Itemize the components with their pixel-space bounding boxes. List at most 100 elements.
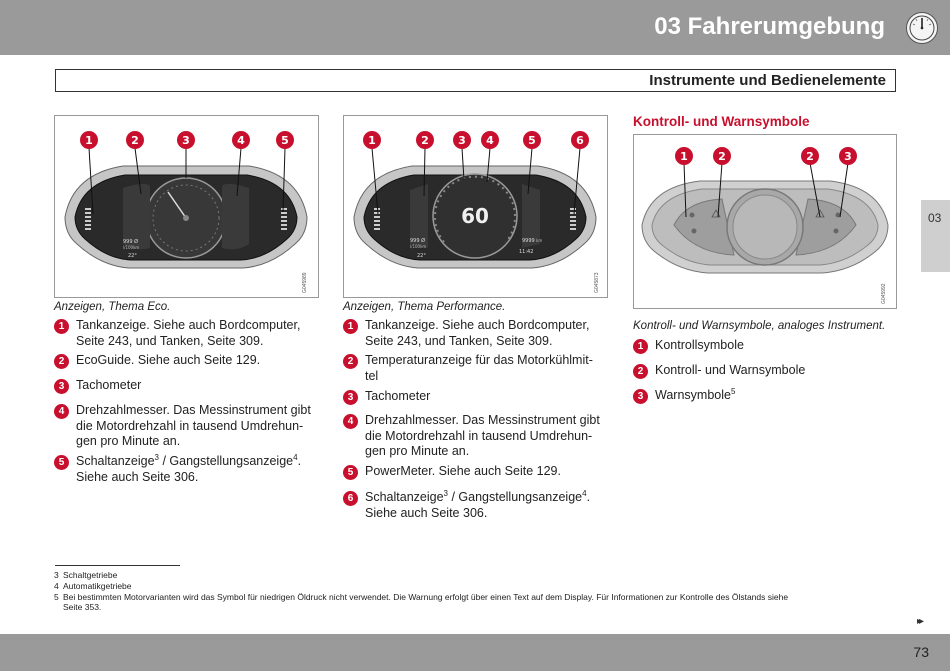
list-item: 1 Tankanzeige. Siehe auch Bordcomputer, … (54, 318, 300, 349)
list-item: 4 Drehzahlmesser. Das Messinstrument gib… (343, 413, 600, 460)
list-item: 2 Kontroll- und Warnsymbole (633, 363, 805, 379)
item-number: 3 (54, 379, 69, 394)
item-number: 3 (633, 389, 648, 404)
callout-1 (675, 147, 693, 165)
figure-performance-cluster: 60 999 Ø l/100km 22° 9999 km 11:42 1 2 3… (343, 115, 608, 298)
list-item: 1 Tankanzeige. Siehe auch Bordcomputer, … (343, 318, 589, 349)
callout-1 (363, 131, 381, 149)
item-number: 1 (54, 319, 69, 334)
item-text: PowerMeter. Siehe auch Seite 129. (365, 464, 561, 478)
item-number: 2 (343, 354, 358, 369)
callout-3-label: 3 (458, 134, 466, 147)
callout-4-label: 4 (237, 134, 245, 147)
odometer-unit: km (536, 238, 542, 243)
item-text: Tachometer (76, 378, 142, 392)
item-number: 2 (633, 364, 648, 379)
footer-band: 73 (0, 634, 950, 671)
temp-readout: 22° (417, 253, 426, 259)
callout-4 (481, 131, 499, 149)
callout-3-label: 3 (844, 150, 852, 163)
callout-3 (453, 131, 471, 149)
item-text: Drehzahlmesser. Das Messinstrument gibt … (76, 403, 311, 448)
warning-symbols-heading: Kontroll- und Warnsymbole (633, 114, 810, 129)
callout-6 (571, 131, 589, 149)
list-item: 3 Warnsymbole5 (633, 386, 736, 404)
chapter-tab[interactable]: 03 (921, 200, 950, 272)
item-number: 5 (343, 465, 358, 480)
callout-2a-label: 2 (718, 150, 726, 163)
temp-readout: 22° (128, 253, 137, 259)
fuel-readout: 999 Ø (410, 237, 425, 244)
eco-caption: Anzeigen, Thema Eco. (54, 301, 171, 313)
item-text: Drehzahlmesser. Das Messinstrument gibt … (365, 413, 600, 458)
fuel-unit: l/100km (410, 244, 426, 249)
callout-2b-label: 2 (806, 150, 814, 163)
callout-5 (276, 131, 294, 149)
item-number: 6 (343, 491, 358, 506)
list-item: 5 Schaltanzeige3 / Gangstellungsanzeige4… (54, 452, 302, 485)
odometer-readout: 9999 (522, 238, 535, 244)
image-code: G045989 (302, 272, 308, 293)
item-number: 4 (343, 414, 358, 429)
list-item: 3 Tachometer (343, 389, 430, 405)
analog-caption: Kontroll- und Warnsymbole, analoges Inst… (633, 320, 886, 332)
section-title-box: Instrumente und Bedienelemente (55, 69, 896, 92)
item-text: Kontroll- und Warnsymbole (655, 363, 806, 377)
callout-6-label: 6 (576, 134, 584, 147)
item-text: Kontrollsymbole (655, 338, 744, 352)
item-number: 4 (54, 404, 69, 419)
callout-2 (416, 131, 434, 149)
chapter-title: 03 Fahrerumgebung (654, 13, 885, 40)
clock-readout: 11:42 (519, 249, 533, 255)
callout-3-label: 3 (182, 134, 190, 147)
item-text: Schaltanzeige3 / Gangstellungsanzeige4. … (76, 452, 302, 484)
list-item: 1 Kontrollsymbole (633, 338, 744, 354)
item-text: Tankanzeige. Siehe auch Bordcomputer, Se… (76, 318, 301, 348)
callout-1-label: 1 (680, 150, 688, 163)
fuel-unit: l/100km (123, 245, 139, 250)
item-text: Schaltanzeige3 / Gangstellungsanzeige4. … (365, 488, 591, 520)
item-text: EcoGuide. Siehe auch Seite 129. (76, 353, 261, 367)
callout-5-label: 5 (281, 134, 289, 147)
item-number: 3 (343, 390, 358, 405)
list-item: 2 EcoGuide. Siehe auch Seite 129. (54, 353, 260, 369)
item-number: 1 (343, 319, 358, 334)
figure-eco-cluster: 999 Ø l/100km 22° 1 2 3 4 5 G045989 (54, 115, 319, 298)
image-code: G045992 (881, 283, 887, 304)
image-code: G045873 (594, 272, 600, 293)
item-number: 5 (54, 455, 69, 470)
chapter-tab-label: 03 (928, 211, 942, 225)
item-number: 2 (54, 354, 69, 369)
list-item: 6 Schaltanzeige3 / Gangstellungsanzeige4… (343, 488, 591, 521)
callout-2a (713, 147, 731, 165)
page-number: 73 (913, 644, 929, 660)
double-arrow-right-icon[interactable]: ▸▸ (917, 616, 924, 627)
item-text: Warnsymbole5 (655, 386, 736, 402)
performance-caption: Anzeigen, Thema Performance. (343, 301, 506, 313)
speedometer-icon (906, 12, 938, 44)
figure-analog-cluster: 1 2 2 3 G045992 (633, 134, 897, 309)
callout-5 (523, 131, 541, 149)
footnote-rule (55, 565, 180, 566)
fuel-readout: 999 Ø (123, 238, 138, 245)
callout-2 (126, 131, 144, 149)
item-text: Tankanzeige. Siehe auch Bordcomputer, Se… (365, 318, 590, 348)
list-item: 5 PowerMeter. Siehe auch Seite 129. (343, 464, 561, 480)
callout-4 (232, 131, 250, 149)
list-item: 3 Tachometer (54, 378, 141, 394)
section-title: Instrumente und Bedienelemente (649, 72, 886, 89)
callout-1-label: 1 (85, 134, 93, 147)
item-text: Temperaturanzeige für das Motorkühlmit- … (365, 353, 593, 383)
item-number: 1 (633, 339, 648, 354)
callout-3 (177, 131, 195, 149)
list-item: 2 Temperaturanzeige für das Motorkühlmit… (343, 353, 593, 384)
callout-1-label: 1 (368, 134, 376, 147)
callout-5-label: 5 (528, 134, 536, 147)
item-text: Tachometer (365, 389, 431, 403)
speed-readout: 60 (461, 204, 489, 228)
callout-2-label: 2 (131, 134, 139, 147)
header-band: 03 Fahrerumgebung (0, 0, 950, 55)
